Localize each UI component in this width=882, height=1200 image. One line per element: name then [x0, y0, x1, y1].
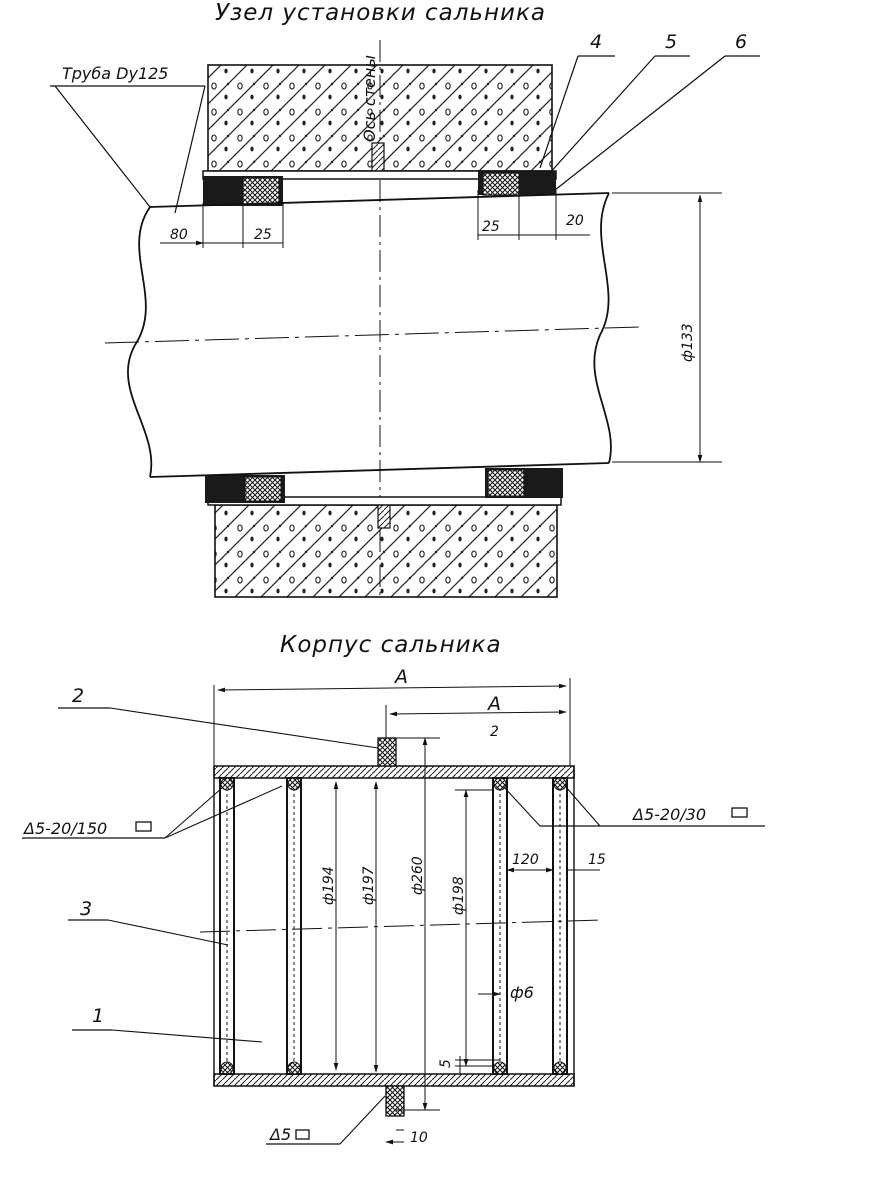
svg-text:Δ5: Δ5	[268, 1125, 291, 1144]
body-length-dims	[213, 678, 571, 770]
callout-4: 4	[539, 31, 615, 169]
callout-2: 2	[58, 685, 379, 749]
weld-right: Δ5-20/30	[502, 785, 765, 827]
callout-1: 1	[72, 1005, 263, 1043]
lug-bottom	[385, 1085, 405, 1117]
dim-A-half: А	[486, 693, 501, 715]
dim-A-overall: А	[393, 666, 408, 688]
dim-10: 10	[410, 1130, 428, 1146]
svg-text:Δ5-20/30: Δ5-20/30	[631, 805, 706, 824]
dim-20: 20	[566, 213, 584, 229]
pipe	[104, 192, 641, 478]
pipe-leaders	[50, 85, 206, 214]
body-title: Корпус сальника	[280, 632, 502, 658]
wall-axis	[371, 40, 391, 600]
svg-text:4: 4	[590, 31, 602, 53]
dim-pipe-diameter: ф133	[680, 323, 696, 362]
dim-80: 80	[170, 227, 188, 243]
weld-left: Δ5-20/150	[22, 785, 283, 839]
ring-left-outer	[219, 777, 235, 1075]
ring-left-inner	[286, 777, 302, 1075]
dim-25-right: 25	[482, 219, 500, 235]
body-centerline	[199, 919, 601, 933]
dim-d6: ф6	[510, 983, 534, 1002]
gland-shell	[213, 765, 575, 1087]
dim-120: 120	[512, 852, 539, 868]
svg-text:Δ5-20/150: Δ5-20/150	[22, 819, 107, 838]
dim-d198: ф198	[451, 876, 467, 915]
ring-dims	[385, 867, 600, 1145]
dim-5: 5	[438, 1059, 454, 1068]
wall-axis-label: Ось стены	[360, 55, 379, 142]
dim-d194: ф194	[321, 866, 337, 905]
callout-3: 3	[68, 898, 229, 946]
assembly-title: Узел установки сальника	[215, 0, 546, 26]
callout-6: 6	[554, 31, 760, 191]
gland-sleeve-bottom	[205, 468, 563, 506]
svg-text:1: 1	[92, 1005, 104, 1027]
section-number-2: 2	[490, 724, 499, 740]
callout-5: 5	[547, 31, 690, 176]
dim-d197: ф197	[361, 866, 377, 905]
assembly-dims	[160, 190, 722, 463]
lug-top	[377, 737, 397, 767]
svg-text:3: 3	[80, 898, 92, 920]
svg-text:6: 6	[735, 31, 747, 53]
ring-right-inner	[492, 777, 508, 1075]
dim-15: 15	[588, 852, 606, 868]
svg-text:2: 2	[72, 685, 84, 707]
weld-bottom: Δ5	[266, 1095, 386, 1145]
dim-d260: ф260	[410, 856, 426, 895]
ring-right-outer	[552, 777, 568, 1075]
svg-text:5: 5	[665, 31, 677, 53]
gland-sleeve-top	[202, 170, 557, 206]
pipe-label: Труба Dy125	[62, 64, 168, 83]
dim-25-left: 25	[254, 227, 272, 243]
